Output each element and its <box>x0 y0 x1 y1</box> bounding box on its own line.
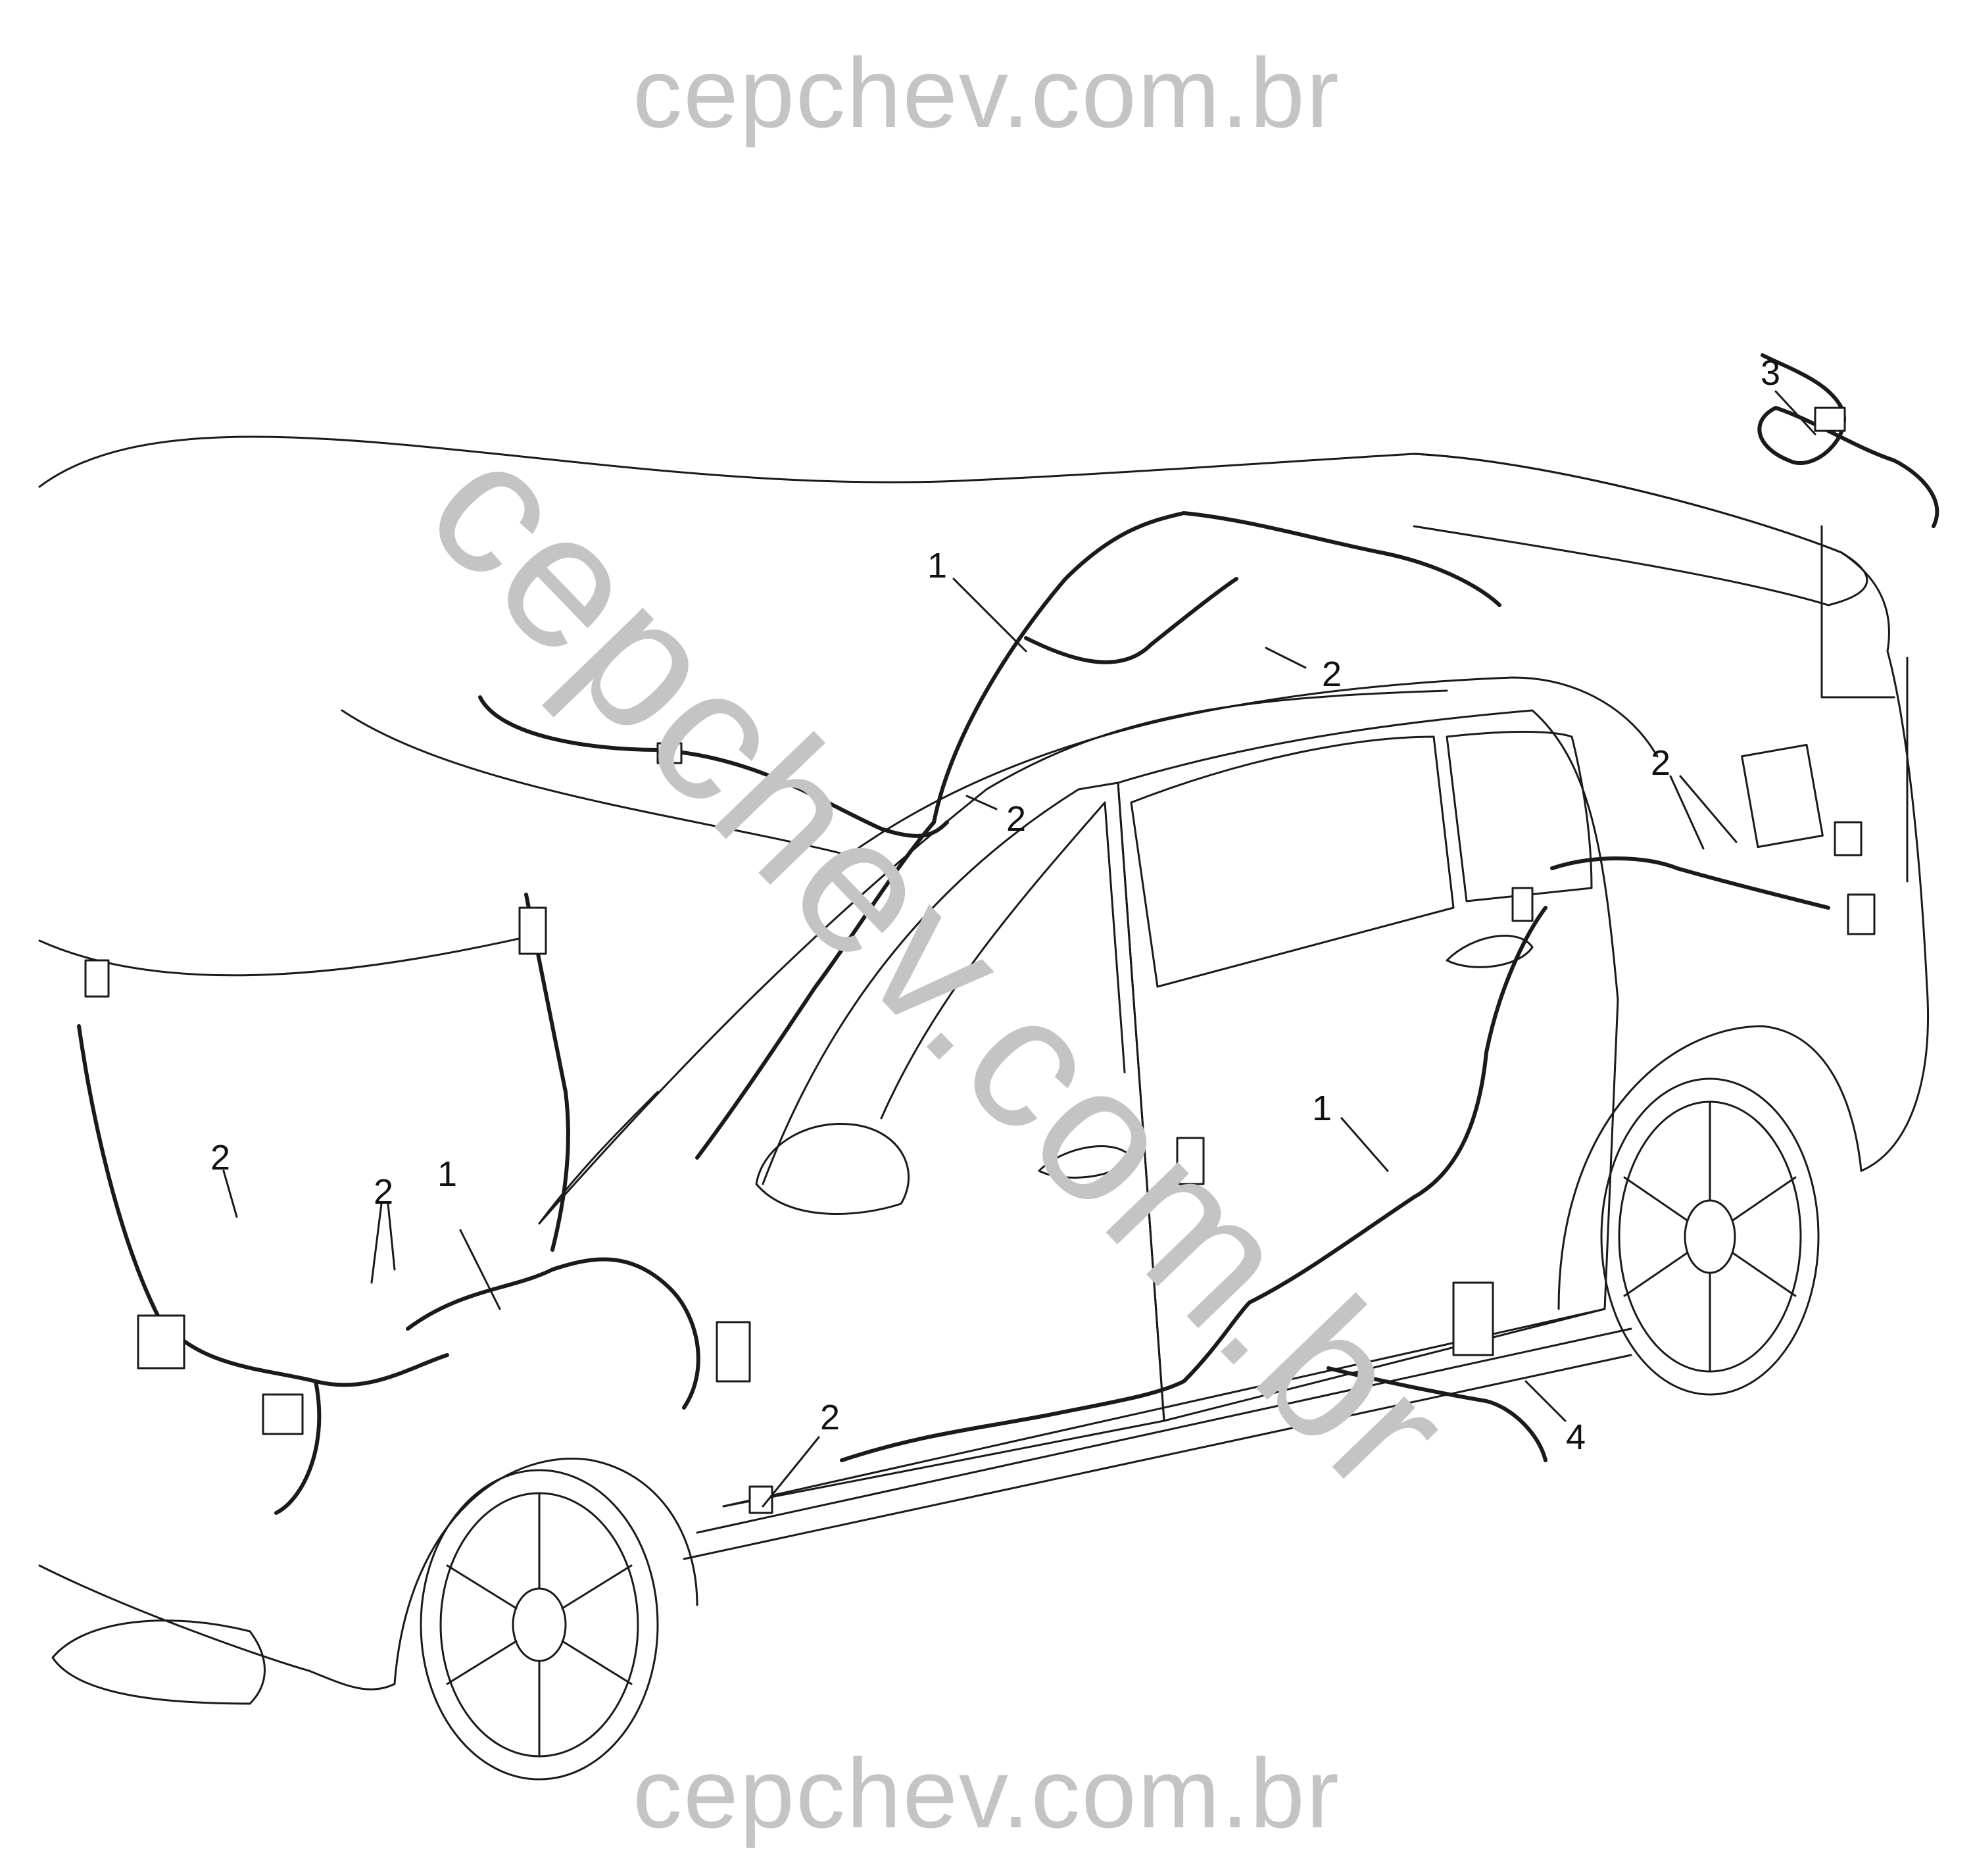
front-wheel <box>420 1469 659 1781</box>
a-pillar-harness <box>695 820 936 1160</box>
floor-harness <box>840 906 1547 1462</box>
headliner-harness <box>932 511 1501 824</box>
callout-2-roof: 2 <box>1321 654 1342 694</box>
side-mirror <box>755 1123 910 1215</box>
roof-harness <box>478 695 949 838</box>
fog-lamp <box>51 1619 266 1705</box>
leader-1-roof <box>952 578 1027 653</box>
leader-4 <box>1524 1380 1567 1422</box>
callout-2-aroof: 2 <box>1006 799 1027 839</box>
car-body-outline <box>38 435 1930 1705</box>
front-window <box>880 801 1126 1120</box>
engine-harness <box>77 1024 449 1387</box>
leader-2-dash-b <box>387 1202 396 1271</box>
callout-2-engine: 2 <box>210 1138 231 1177</box>
callout-3: 3 <box>1760 353 1781 393</box>
front-wheel-arch <box>393 1458 698 1685</box>
callout-4: 4 <box>1565 1418 1586 1457</box>
leader-2-floor <box>762 1436 820 1508</box>
callout-1-front: 1 <box>437 1154 458 1194</box>
leader-2-dash-a <box>370 1202 383 1284</box>
front-door-handle <box>1038 1145 1133 1179</box>
callout-2-dash: 2 <box>373 1172 394 1212</box>
leader-1-front <box>459 1229 501 1310</box>
roof-branch <box>1024 577 1238 664</box>
trunk-lid <box>1413 453 1868 606</box>
rear-bumper <box>1860 650 1930 1172</box>
hood-line <box>38 933 541 977</box>
front-bumper <box>38 1564 396 1691</box>
roof-line <box>38 435 1890 653</box>
instrument-panel-harness <box>406 1257 700 1410</box>
leader-1-floor <box>1340 1117 1389 1172</box>
rear-wheel-arch <box>1557 1025 1863 1310</box>
rear-window <box>1130 735 1455 988</box>
callout-1-roof: 1 <box>927 546 948 585</box>
watermark-bottom: cepchev.com.br <box>633 1738 1340 1848</box>
leader-2-rear-a <box>1669 775 1705 850</box>
leader-2-rear-b <box>1679 775 1738 843</box>
leader-2-engine <box>222 1170 238 1218</box>
callout-2-floor: 2 <box>819 1398 840 1437</box>
connectors <box>84 407 1876 1514</box>
harness-runs <box>77 353 1939 1515</box>
engine-harness-branch <box>274 1379 322 1515</box>
windshield-top <box>341 709 850 856</box>
rear-door-handle <box>1446 935 1534 968</box>
rear-wheel <box>1600 1077 1820 1396</box>
rear-quarter-window <box>1446 731 1593 902</box>
leader-3 <box>1774 390 1816 435</box>
front-door-outline <box>722 781 1165 1508</box>
roof-rail <box>847 676 1659 856</box>
a-pillar <box>538 689 1448 1225</box>
rear-door-outline <box>1117 709 1619 1422</box>
rear-body-harness <box>1550 856 1830 910</box>
watermark-top: cepchev.com.br <box>633 37 1340 148</box>
rocker-harness <box>1327 1366 1547 1462</box>
leader-2-roof <box>1265 647 1307 669</box>
rear-bracket-lines <box>1820 525 1909 883</box>
windshield-base <box>538 1091 659 1225</box>
liftgate-harness <box>1757 353 1939 528</box>
callout-1-floor: 1 <box>1311 1089 1332 1128</box>
leader-lines <box>222 390 1816 1508</box>
callout-2-rear: 2 <box>1650 743 1671 783</box>
leader-2-aroof <box>965 795 998 810</box>
